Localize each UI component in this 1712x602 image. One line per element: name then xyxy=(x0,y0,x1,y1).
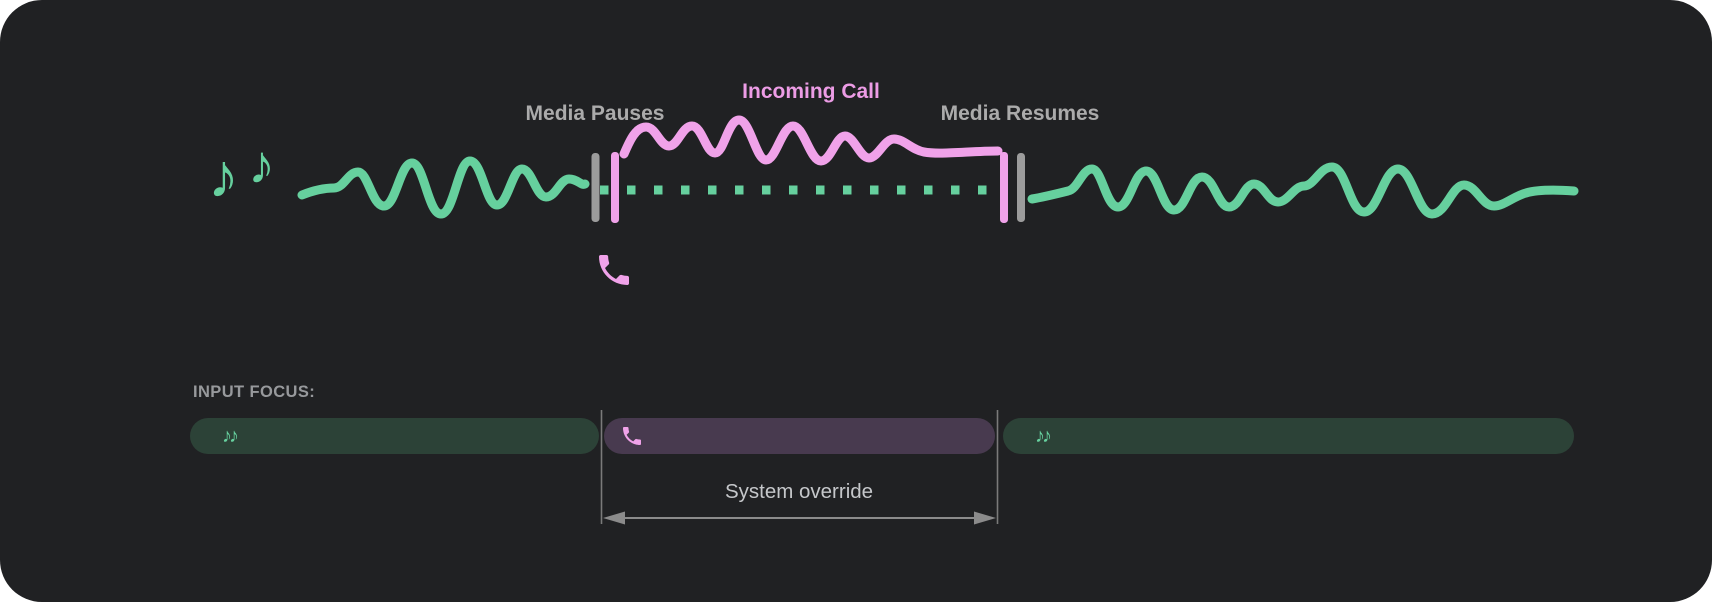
focus-segment-call xyxy=(604,418,995,454)
phone-icon-glyph xyxy=(599,255,629,285)
media-wave-after xyxy=(1027,162,1579,219)
music-note-glyph: ♪ xyxy=(248,135,275,195)
override-arrow-head-right xyxy=(974,511,996,525)
media-pause-bar xyxy=(591,153,600,222)
system-override-label: System override xyxy=(724,480,874,503)
music-notes-icon: ♪♪ xyxy=(1035,425,1052,447)
media-wave-before xyxy=(297,156,590,219)
focus-segment-media-before: ♪♪ xyxy=(190,418,599,454)
music-notes-icon: ♪ ♪ xyxy=(208,138,294,218)
phone-icon xyxy=(594,250,634,290)
phone-icon-glyph xyxy=(623,427,641,445)
media-resume-bar xyxy=(1017,153,1025,222)
focus-segment-media-after: ♪♪ xyxy=(1003,418,1574,454)
call-start-bar xyxy=(611,152,619,223)
incoming-call-label: Incoming Call xyxy=(742,80,880,103)
phone-icon xyxy=(620,424,644,448)
incoming-call-wave xyxy=(619,115,1003,166)
music-notes-icon: ♪♪ xyxy=(222,425,239,447)
media-pauses-label: Media Pauses xyxy=(525,102,665,125)
input-focus-label: INPUT FOCUS: xyxy=(193,383,316,401)
media-resumes-label: Media Resumes xyxy=(940,102,1100,125)
music-note-glyph: ♪ xyxy=(208,142,239,211)
call-end-bar xyxy=(1000,152,1008,223)
override-arrow-head-left xyxy=(603,511,625,525)
